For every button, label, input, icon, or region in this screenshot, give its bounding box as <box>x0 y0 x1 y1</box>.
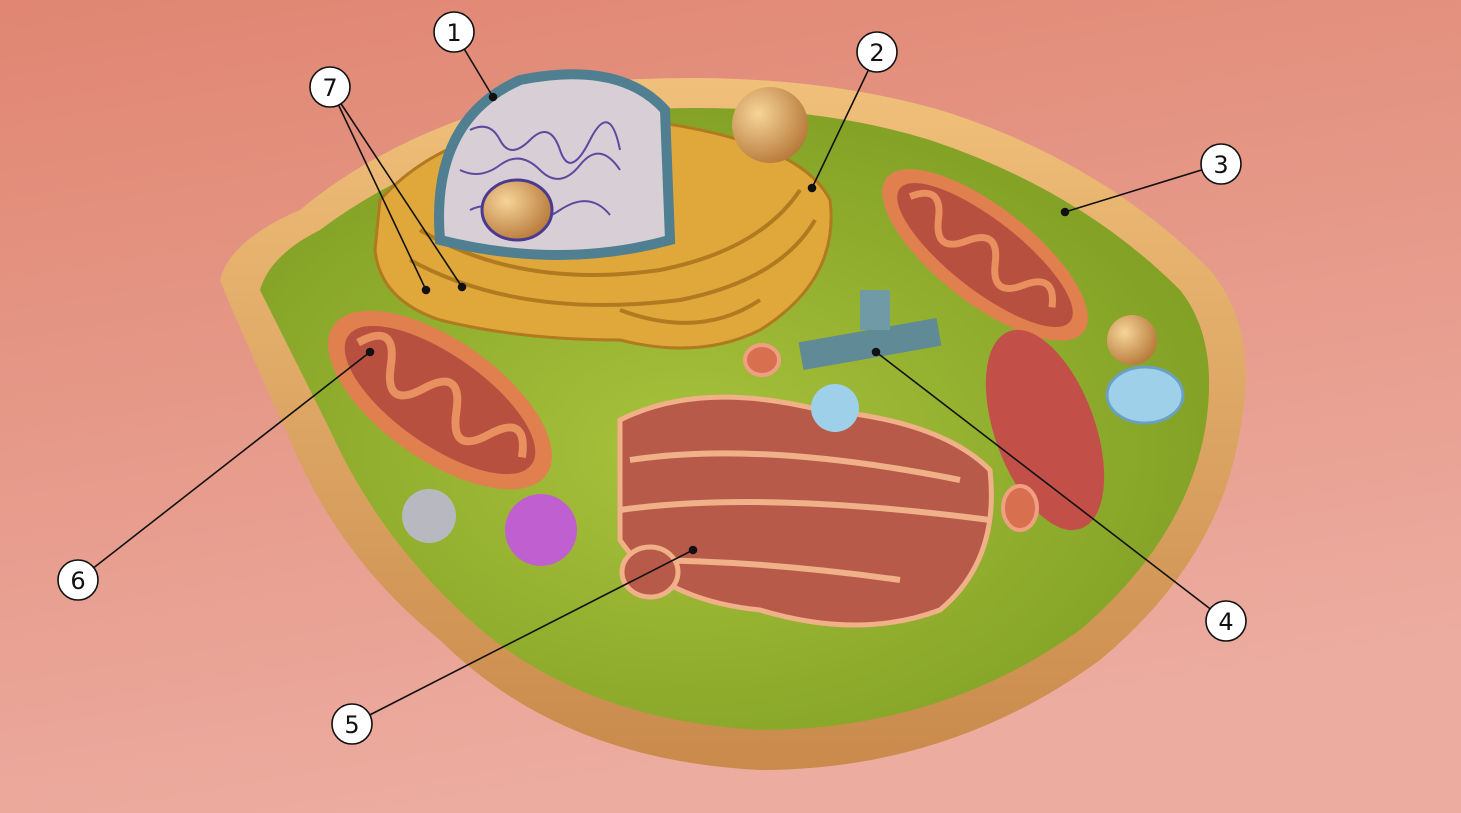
vesicle-ring <box>1001 484 1039 532</box>
nucleus <box>434 69 676 260</box>
label-number: 2 <box>869 39 884 67</box>
label-number: 7 <box>322 74 337 102</box>
vesicle-ring <box>743 343 781 377</box>
label-7: 7 <box>309 66 351 108</box>
leader-lines <box>77 31 1227 725</box>
rough-er <box>617 394 994 628</box>
mitochondrion-right <box>882 169 1088 341</box>
label-6: 6 <box>57 559 99 601</box>
label-number: 5 <box>344 711 359 739</box>
label-3: 3 <box>1200 143 1242 185</box>
centriole <box>798 290 942 370</box>
vesicle <box>1107 315 1157 365</box>
vesicle <box>732 87 808 163</box>
mitochondrion-red <box>985 329 1105 531</box>
label-number: 3 <box>1213 151 1228 179</box>
vacuole-small <box>811 384 859 432</box>
label-4: 4 <box>1205 600 1247 642</box>
lysosome <box>505 494 577 566</box>
label-5: 5 <box>331 703 373 745</box>
label-2: 2 <box>856 31 898 73</box>
label-number: 6 <box>70 567 85 595</box>
vacuole <box>1105 365 1185 425</box>
label-number: 4 <box>1218 608 1233 636</box>
label-number: 1 <box>446 19 461 47</box>
mitochondrion-left <box>328 310 552 490</box>
peroxisome <box>402 489 456 543</box>
label-1: 1 <box>433 11 475 53</box>
